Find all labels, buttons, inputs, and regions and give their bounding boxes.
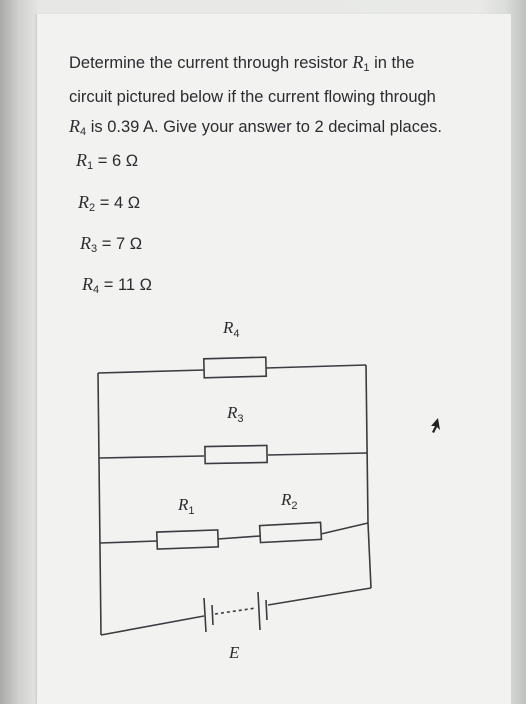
- wire-left-vertical: [97, 372, 102, 636]
- given-r4-value: = 11 Ω: [103, 276, 152, 294]
- wire-r3-left: [98, 455, 205, 459]
- question-line-1-start: Determine the current through resistor: [69, 54, 348, 72]
- wire-r1-left: [99, 540, 158, 544]
- resistor-r1: [155, 529, 220, 550]
- resistor-r2: [258, 521, 323, 544]
- given-r1: R1 = 6 Ω: [76, 150, 139, 172]
- question-line-1-end: in the: [374, 54, 415, 72]
- label-battery-e: E: [228, 643, 240, 662]
- circuit-wires: [97, 364, 372, 636]
- battery-plate-right-long: [257, 591, 261, 631]
- wire-r4-left: [97, 369, 205, 374]
- given-r2-value: = 4 Ω: [99, 194, 141, 212]
- question-resistor-r1: R1: [352, 52, 370, 74]
- battery-cell: [203, 591, 268, 633]
- given-r3: R3 = 7 Ω: [80, 233, 143, 255]
- label-r3: R3: [226, 403, 244, 425]
- wire-r3-right: [267, 452, 368, 456]
- given-r4: R4 = 11 Ω: [82, 274, 152, 296]
- wire-right-vertical: [365, 364, 369, 524]
- resistor-r3: [204, 444, 268, 465]
- given-r1-value: = 6 Ω: [97, 152, 139, 170]
- label-r2: R2: [280, 490, 298, 512]
- wire-right-lower: [367, 522, 372, 589]
- wire-r1-r2-link: [217, 535, 261, 540]
- given-r3-value: = 7 Ω: [101, 235, 143, 253]
- label-r1: R1: [177, 495, 195, 517]
- question-resistor-r4: R4: [69, 116, 87, 138]
- battery-plate-right-short: [265, 599, 268, 621]
- question-line-2: circuit pictured below if the current fl…: [69, 88, 436, 106]
- battery-dashed-link: [214, 607, 257, 615]
- question-card: [36, 14, 511, 704]
- question-line-1: Determine the current through resistor R…: [69, 48, 489, 83]
- given-r2: R2 = 4 Ω: [78, 192, 141, 214]
- resistor-r4: [202, 356, 268, 379]
- question-line-3: R4 is 0.39 A. Give your answer to 2 deci…: [69, 112, 489, 147]
- battery-plate-left-long: [203, 597, 207, 633]
- question-line-3-end: is 0.39 A. Give your answer to 2 decimal…: [90, 118, 442, 136]
- battery-plate-left-short: [211, 604, 214, 626]
- question-text: Determine the current through resistor R…: [69, 48, 489, 147]
- label-r4: R4: [222, 318, 240, 340]
- wire-bottom-right: [267, 587, 372, 606]
- mouse-pointer-icon: [431, 418, 440, 433]
- wire-bottom-left: [100, 615, 205, 636]
- wire-r2-right: [320, 522, 369, 535]
- wire-r4-right: [265, 364, 367, 369]
